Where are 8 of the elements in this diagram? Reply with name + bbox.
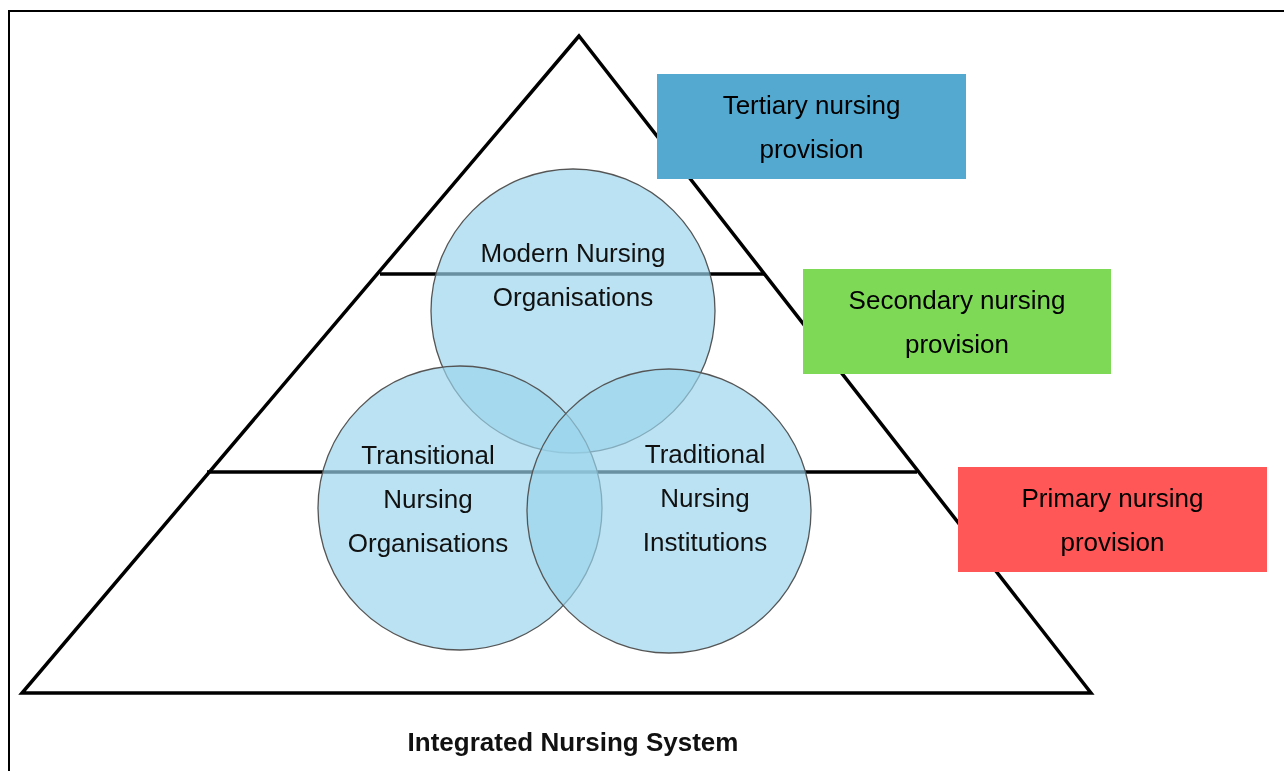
circle-label: Modern Nursing Organisations — [479, 237, 667, 314]
pyramid-label: Integrated Nursing System — [406, 726, 740, 759]
circle-label: Transitional Nursing Organisations — [346, 439, 510, 560]
circle — [526, 368, 812, 654]
level-box: Tertiary nursing provision — [657, 74, 966, 179]
circle-label: Traditional Nursing Institutions — [641, 438, 769, 559]
level-box: Primary nursing provision — [958, 467, 1267, 572]
level-box: Secondary nursing provision — [803, 269, 1111, 374]
